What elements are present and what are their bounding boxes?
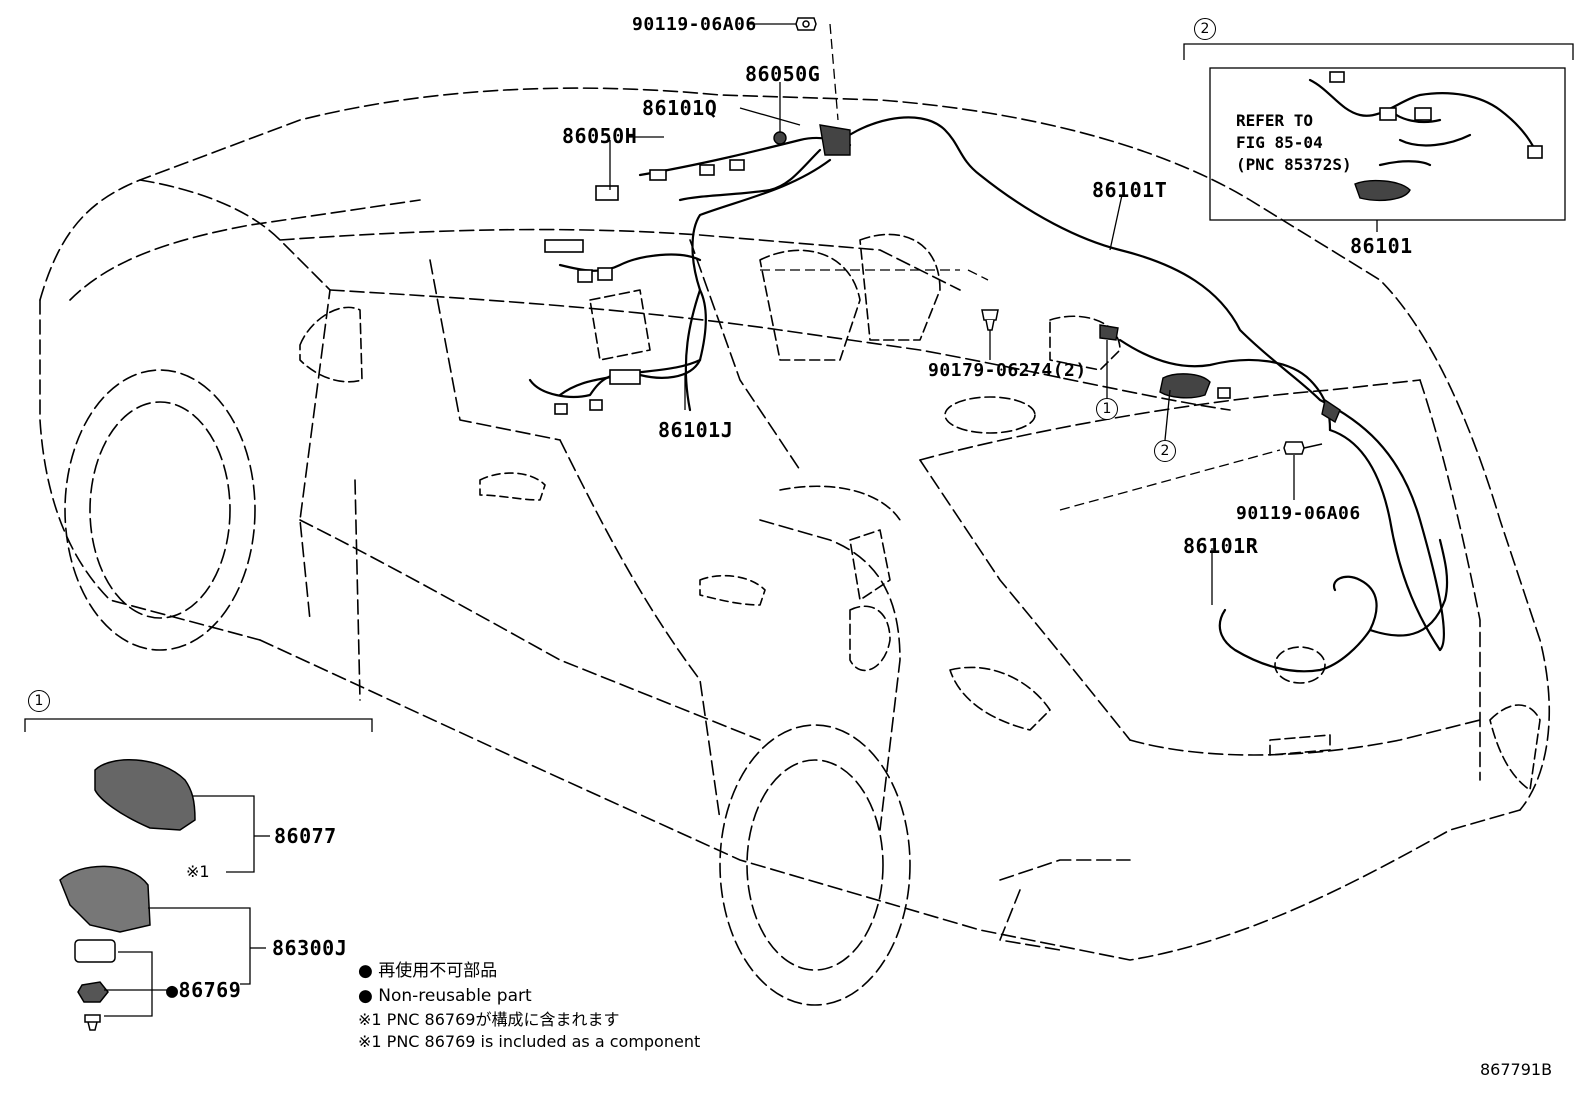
harness-86101T [828,116,1446,652]
tail-lamps [849,529,1541,791]
part-label-86769-number: 86769 [178,978,242,1002]
side-mirror [299,306,363,383]
fasteners [795,17,1323,455]
callout-1-vehicle: 1 [1096,398,1118,420]
legend-nonreusable-jp-text: 再使用不可部品 [378,961,498,981]
refer-line-2: FIG 85-04 [1236,133,1323,152]
part-label-86101R: 86101R [1183,534,1259,558]
part-label-86101J: 86101J [658,418,734,442]
front-wheel [64,369,256,651]
legend-nonreusable-en: ● Non-reusable part [358,986,532,1006]
antenna-gasket-shape [74,939,116,963]
clip-90179 [981,309,999,331]
bolt-right [1283,441,1323,455]
antenna-screw-shape [84,1014,101,1031]
rear-garnish [1269,646,1331,756]
refer-line-3: (PNC 85372S) [1236,155,1352,174]
leader-lines [24,23,1574,1017]
refer-note: REFER TO FIG 85-04 (PNC 85372S) [1236,110,1352,176]
part-label-90119-06A06-right: 90119-06A06 [1236,503,1361,524]
bolt-top [795,17,817,31]
antenna-base-shape [59,865,151,933]
callout-2-vehicle: 2 [1154,440,1176,462]
harness-86101Q [638,136,852,177]
legend-component-note-jp: ※1 PNC 86769が構成に含まれます [358,1010,620,1029]
part-label-86077: 86077 [274,824,337,848]
component-note-mark: ※1 [186,862,210,881]
legend-component-note-en: ※1 PNC 86769 is included as a component [358,1032,701,1051]
car-body-outline [39,87,1550,961]
part-label-86101Q: 86101Q [642,96,718,120]
part-label-86050H: 86050H [562,124,638,148]
legend-nonreusable-en-text: Non-reusable part [378,986,532,1006]
door-handles [479,472,766,606]
callout-2-inset: 2 [1194,18,1216,40]
connectors [544,71,1543,415]
interior-outline [589,233,1121,521]
part-label-90119-06A06-top: 90119-06A06 [632,14,757,35]
part-label-86101: 86101 [1350,234,1413,258]
part-label-86101T: 86101T [1092,178,1168,202]
legend-nonreusable-jp: ● 再使用不可部品 [358,961,498,981]
part-label-86050G: 86050G [745,62,821,86]
part-label-86769: ●86769 [166,978,242,1002]
callout-1-inset: 1 [28,690,50,712]
harness-86101R [1218,575,1378,673]
antenna-cover-shape [94,759,196,831]
figure-id: 867791B [1480,1060,1553,1079]
rear-wheel [719,724,911,1006]
refer-line-1: REFER TO [1236,111,1314,130]
antenna-nut-shape [77,981,109,1003]
dark-parts [773,124,1411,424]
part-label-86300J: 86300J [272,936,348,960]
part-label-90179-06274: 90179-06274(2) [928,360,1087,381]
antenna-parts [59,759,196,1031]
